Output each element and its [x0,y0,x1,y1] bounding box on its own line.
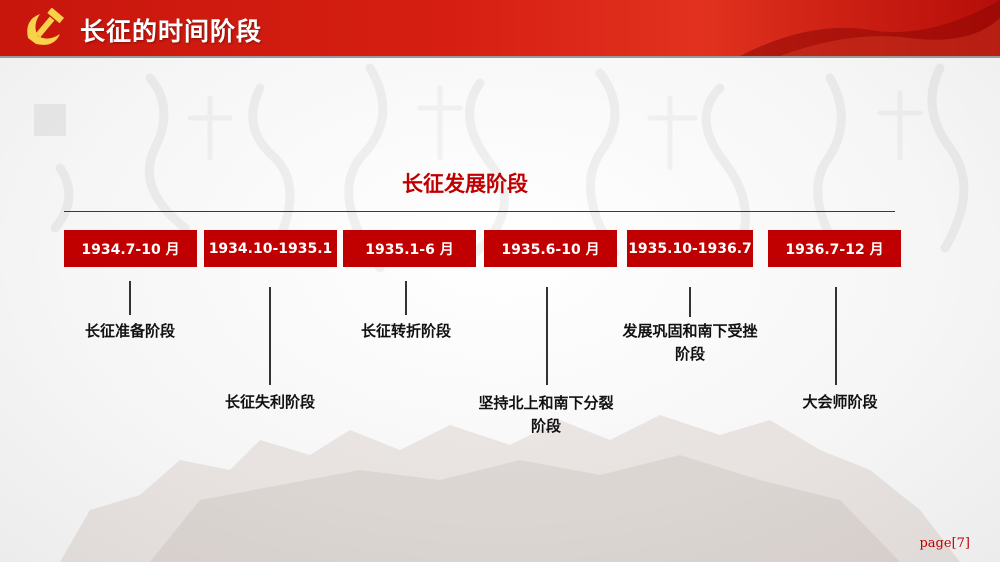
stage-date-4: 1935.6-10 月 [484,230,617,267]
stage-date-1: 1934.7-10 月 [64,230,197,267]
stage-desc-5: 发展巩固和南下受挫阶段 [622,322,758,363]
stage-date-6: 1936.7-12 月 [768,230,901,267]
connector-4 [546,287,548,385]
stage-date-3: 1935.1-6 月 [343,230,476,267]
hammer-sickle-icon [27,8,65,45]
connector-6 [835,287,837,385]
section-title: 长征发展阶段 [402,172,528,196]
header-bar: 长征的时间阶段 [0,0,1000,58]
page-title: 长征的时间阶段 [80,17,263,46]
connector-2 [269,287,271,385]
page-number: page[7] [919,536,970,551]
stage-desc-2: 长征失利阶段 [224,393,315,411]
connector-3 [405,281,407,315]
title-divider [64,211,895,212]
calligraphy-background [34,63,969,273]
flag-wave-decoration [740,0,1000,56]
connector-5 [689,287,691,317]
monument-background [60,415,960,562]
stage-date-2: 1934.10-1935.1 [204,230,337,267]
stage-date-5: 1935.10-1936.7 [627,230,753,267]
connector-1 [129,281,131,315]
stage-desc-4: 坚持北上和南下分裂阶段 [478,394,614,435]
stage-desc-1: 长征准备阶段 [84,322,175,340]
stage-desc-6: 大会师阶段 [802,393,878,411]
stage-desc-3: 长征转折阶段 [360,322,451,340]
